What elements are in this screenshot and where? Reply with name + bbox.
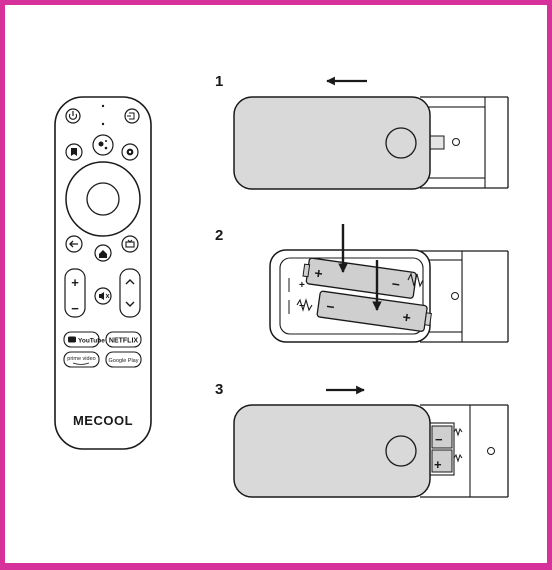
step-2: 2 + − + − − + <box>215 224 509 343</box>
cover-latch <box>385 127 417 159</box>
remote-rear-housing-2 <box>420 250 509 343</box>
step-3: 3 − + <box>215 381 509 498</box>
youtube-label: YouTube <box>78 338 105 345</box>
mute-icon <box>99 292 104 300</box>
back-arrow-icon <box>69 240 78 248</box>
volume-up-label: + <box>71 275 79 290</box>
chevron-down-icon <box>125 301 135 307</box>
netflix-button[interactable] <box>105 331 142 348</box>
home-icon <box>99 250 107 258</box>
svg-text:−: − <box>435 432 443 447</box>
spring-right <box>407 272 424 288</box>
volume-down-label: − <box>71 301 79 316</box>
battery-2: − + <box>316 290 432 332</box>
bookmark-icon <box>71 148 77 156</box>
netflix-label: NETFLIX <box>109 338 138 345</box>
svg-text:+: + <box>402 309 412 326</box>
chevron-up-icon <box>125 279 135 285</box>
remote-rear-housing-3 <box>420 404 509 498</box>
svg-text:+: + <box>299 280 305 291</box>
step-2-number: 2 <box>215 227 223 244</box>
spring-left <box>296 298 313 312</box>
mic-hole <box>101 122 105 126</box>
volume-rocker[interactable] <box>64 268 86 318</box>
channel-rocker[interactable] <box>119 268 141 318</box>
step-1-number: 1 <box>215 73 223 90</box>
prime-video-label: prime video <box>67 356 95 362</box>
prime-video-button[interactable] <box>63 351 100 368</box>
svg-text:+: + <box>313 265 323 282</box>
battery-cover-closed <box>233 404 431 498</box>
svg-text:+: + <box>434 457 442 472</box>
svg-text:−: − <box>325 298 335 315</box>
cover-latch-closed <box>385 435 417 467</box>
svg-text:−: − <box>391 276 401 293</box>
youtube-button[interactable] <box>63 331 100 348</box>
google-play-label: Google Play <box>109 358 139 364</box>
mecool-logo: MECOOL <box>73 413 133 428</box>
input-button[interactable] <box>124 108 140 124</box>
battery-cover <box>233 96 431 190</box>
dpad-center-button[interactable] <box>86 182 120 216</box>
step-1: 1 <box>215 73 509 190</box>
led-indicator <box>101 104 105 108</box>
remote-rear-housing <box>420 96 509 189</box>
battery-1: + − <box>302 257 417 299</box>
google-play-button[interactable] <box>105 351 142 368</box>
assistant-icon <box>98 141 104 147</box>
tv-button[interactable] <box>121 235 139 253</box>
step-3-number: 3 <box>215 381 223 398</box>
remote-control: + − YouTube NETFLIX prime video Google P… <box>54 96 152 450</box>
input-icon <box>127 112 135 120</box>
power-icon <box>68 111 78 120</box>
